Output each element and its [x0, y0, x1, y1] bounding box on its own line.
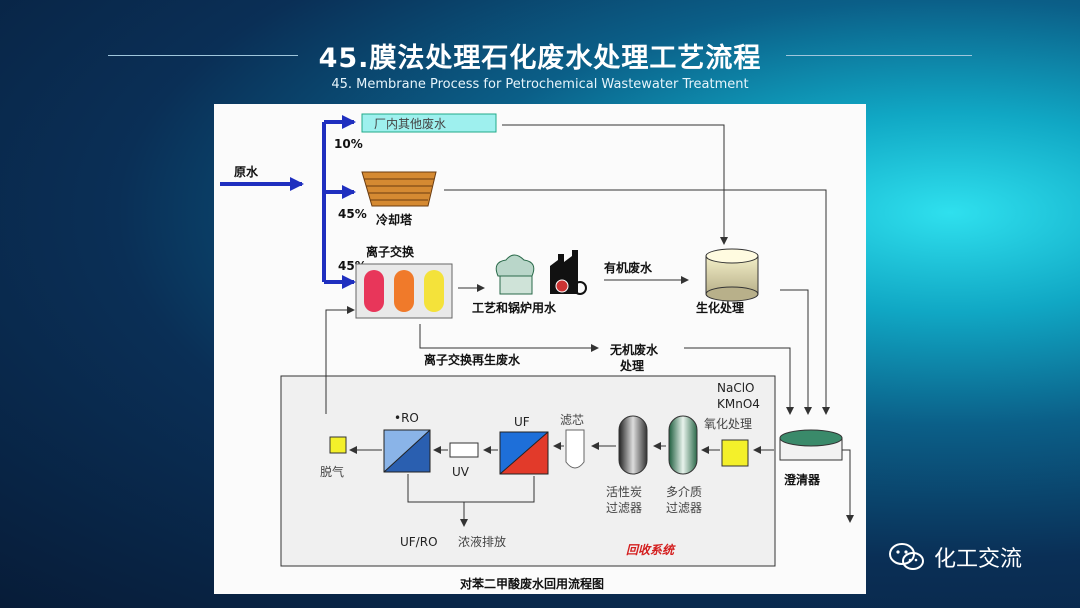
filter-cartridge-icon: [565, 429, 585, 469]
clarifier-overflow-line: [842, 449, 854, 523]
title-rule-right: [786, 55, 972, 56]
ion-regen-label: 离子交换再生废水: [424, 352, 521, 367]
wechat-icon: [889, 543, 924, 570]
diagram-caption: 对苯二甲酸废水回用流程图: [460, 576, 604, 591]
cooling-tower-label: 冷却塔: [376, 212, 413, 227]
ion-regen-line: [419, 324, 599, 352]
biochem-to-clarifier-line: [780, 289, 812, 415]
ion-exchange-label: 离子交换: [366, 244, 415, 259]
recovery-system-label: 回收系统: [626, 543, 676, 557]
biochem-label: 生化处理: [696, 300, 744, 315]
inorganic-to-clarifier-line: [684, 347, 794, 415]
naclo-label: NaClO: [717, 381, 755, 395]
carbon-label-1: 活性炭: [606, 485, 642, 499]
degas-to-ion-line: [325, 306, 355, 414]
kmno4-label: KMnO4: [717, 397, 760, 411]
percent-10-label: 10%: [334, 137, 363, 151]
cooling-tower-icon: [361, 171, 437, 207]
raw-water-arrow: [220, 115, 356, 289]
oxidation-label: 氧化处理: [704, 417, 752, 431]
filter-element-label: 滤芯: [560, 413, 584, 427]
clarifier-tank: [779, 429, 843, 461]
carbon-label-2: 过滤器: [606, 501, 642, 515]
concentrate-collect-line: [407, 474, 535, 503]
clarifier-label: 澄清器: [784, 472, 821, 487]
uf-label: UF: [514, 415, 530, 429]
biochem-tank: [705, 248, 759, 302]
uv-label: UV: [452, 465, 470, 479]
activated-carbon-filter: [618, 415, 648, 475]
title-rule-left: [108, 55, 298, 56]
brand-watermark: 化工交流: [888, 540, 1022, 574]
multimedia-label-2: 过滤器: [666, 501, 702, 515]
page-subtitle: 45. Membrane Process for Petrochemical W…: [331, 77, 749, 92]
organic-wastewater-label: 有机废水: [604, 260, 653, 275]
other-to-biochem-line: [502, 124, 728, 245]
multimedia-filter: [668, 415, 698, 475]
inorganic-label-2: 处理: [619, 358, 644, 373]
degas-label: 脱气: [320, 464, 344, 479]
ro-membrane-icon: [383, 429, 431, 473]
process-boiler-icon: [495, 250, 587, 295]
ion-exchange-unit: [355, 263, 453, 319]
raw-water-label: 原水: [234, 164, 259, 179]
uv-unit: [449, 442, 479, 458]
diagram-panel: 原水 厂内其他废水 10% 45% 冷却塔 离子交换 45% 工艺和锅炉用水 有…: [214, 104, 866, 594]
brand-name: 化工交流: [934, 547, 1023, 572]
multimedia-label-1: 多介质: [666, 485, 702, 499]
inorganic-label-1: 无机废水: [609, 342, 659, 357]
cooling-to-clarifier-line: [444, 189, 830, 415]
other-wastewater-label: 厂内其他废水: [374, 116, 446, 131]
page-title: 45.膜法处理石化废水处理工艺流程: [318, 43, 762, 74]
concentrate-label: 浓液排放: [458, 534, 506, 549]
uf-membrane-icon: [499, 431, 549, 475]
degas-unit: [329, 436, 347, 454]
ro-label: •RO: [394, 411, 419, 425]
process-boiler-label: 工艺和锅炉用水: [472, 300, 557, 315]
process-flow-diagram: 原水 厂内其他废水 10% 45% 冷却塔 离子交换 45% 工艺和锅炉用水 有…: [220, 113, 854, 591]
uf-ro-label: UF/RO: [400, 535, 438, 549]
percent-45-cooling-label: 45%: [338, 207, 367, 221]
other-wastewater-box: [361, 113, 497, 133]
oxidation-tank: [721, 439, 749, 467]
